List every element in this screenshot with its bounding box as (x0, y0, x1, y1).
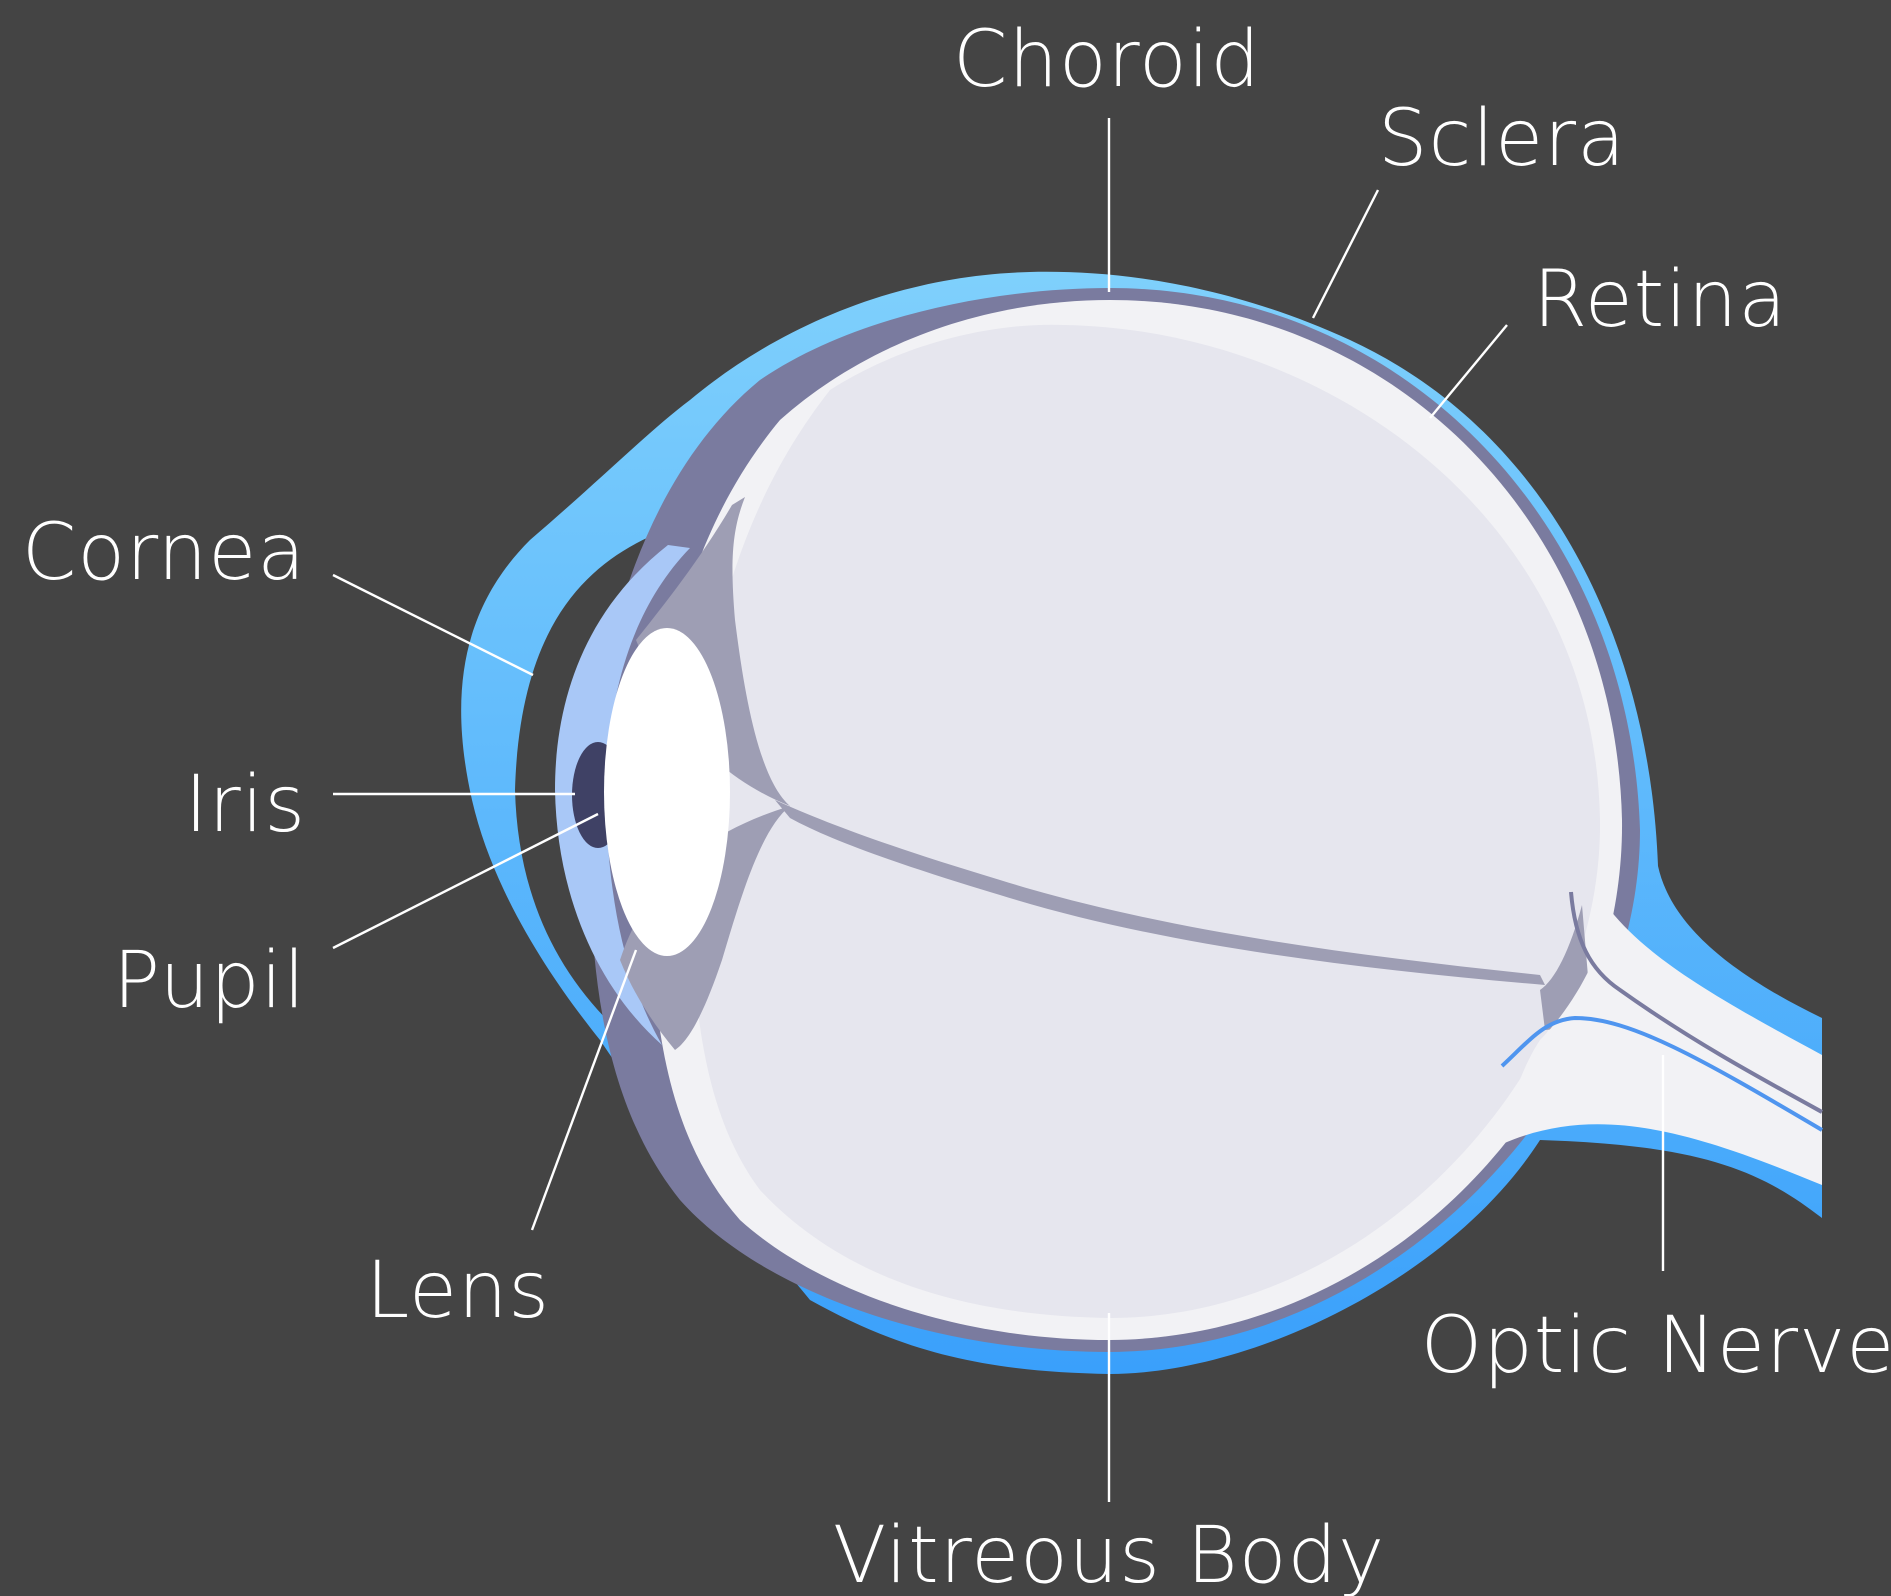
lens-label: Lens (366, 1246, 550, 1336)
sclera-label: Sclera (1378, 94, 1626, 184)
retina-label: Retina (1533, 255, 1787, 345)
iris-label: Iris (185, 760, 306, 850)
pupil-label: Pupil (113, 936, 306, 1026)
vitreous-body-label: Vitreous Body (833, 1511, 1385, 1596)
optic-nerve-label: Optic Nerve (1421, 1301, 1891, 1391)
lens (604, 628, 730, 956)
choroid-label: Choroid (953, 15, 1261, 105)
cornea-label: Cornea (22, 508, 306, 598)
